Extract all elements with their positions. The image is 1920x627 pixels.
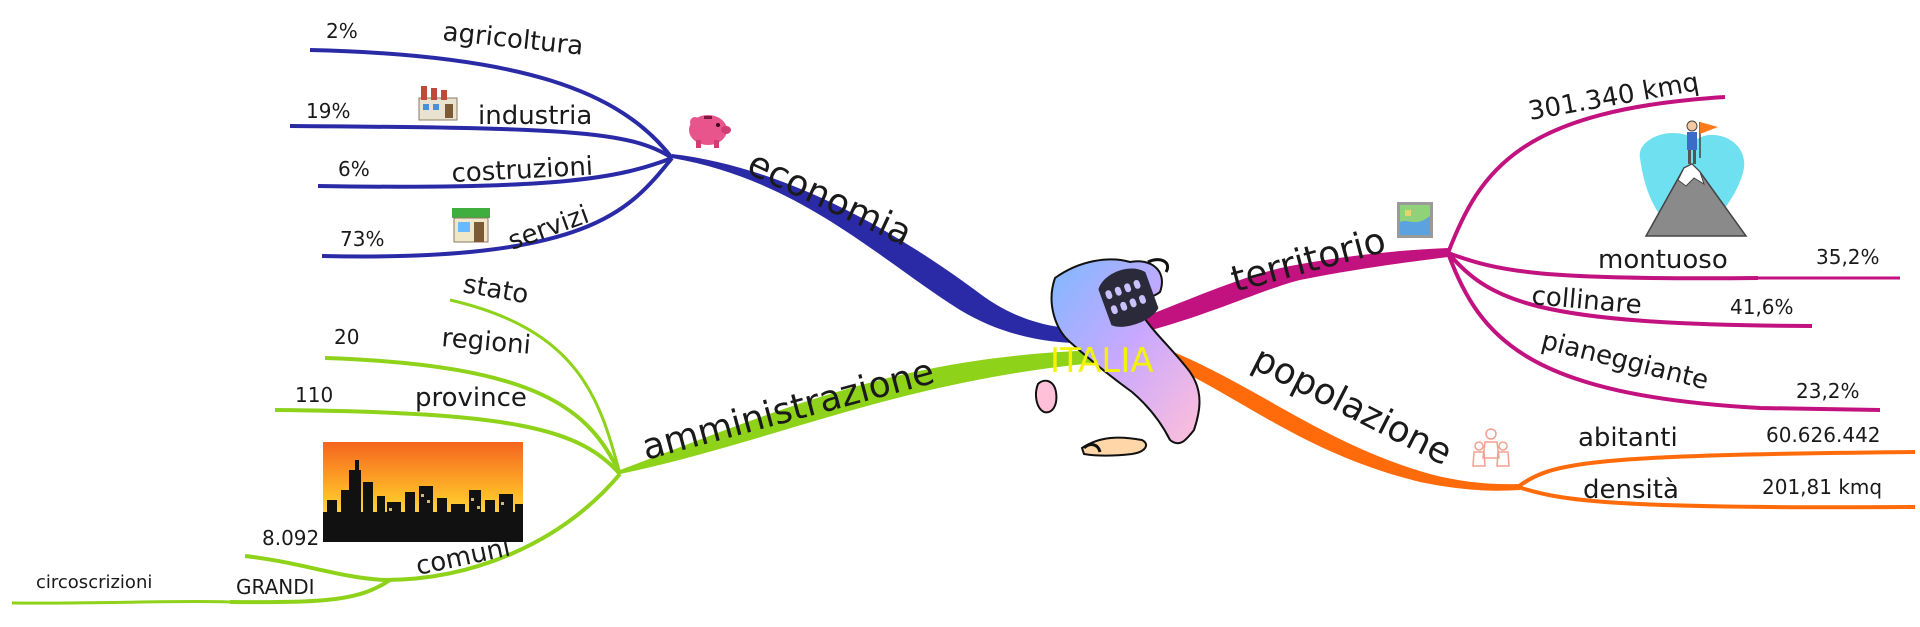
amministrazione-sub-comuni xyxy=(244,472,622,583)
regioni-value: 20 xyxy=(334,325,359,349)
abitanti-value: 60.626.442 xyxy=(1766,423,1881,447)
branch-amministrazione: amministrazione stato regioni 20 provinc… xyxy=(11,269,1105,605)
economia-sub-agricoltura xyxy=(309,48,674,160)
center-node: ITALIA xyxy=(1035,258,1201,457)
amministrazione-label: amministrazione xyxy=(638,351,939,468)
economia-sub-servizi xyxy=(321,156,674,259)
collinare-label: collinare xyxy=(1530,281,1643,321)
province-value: 110 xyxy=(295,383,333,407)
popolazione-sub-abitanti xyxy=(1516,450,1916,489)
mountain-climber-icon xyxy=(1639,120,1748,237)
amministrazione-sub-regioni xyxy=(324,356,622,475)
economia-label: economia xyxy=(741,143,918,255)
province-label: province xyxy=(415,383,527,413)
amministrazione-sub-province xyxy=(274,408,622,476)
city-skyline-icon xyxy=(323,442,523,542)
popolazione-sub-densita xyxy=(1517,485,1916,510)
territorio-sub-pianeggiante xyxy=(1446,252,1881,412)
costruzioni-label: costruzioni xyxy=(451,152,594,189)
economia-sub-industria xyxy=(289,124,674,160)
amministrazione-main-branch xyxy=(620,350,1105,474)
territorio-label: territorio xyxy=(1227,220,1390,301)
piggy-bank-icon xyxy=(689,115,731,148)
amministrazione-sub-stato xyxy=(449,298,622,475)
center-label: ITALIA xyxy=(1050,341,1154,381)
shop-icon xyxy=(452,208,490,243)
comuni-value: 8.092 xyxy=(262,526,319,550)
industria-label: industria xyxy=(478,101,592,131)
factory-icon xyxy=(418,86,458,121)
italy-map-icon xyxy=(1035,258,1201,457)
grandi-label: GRANDI xyxy=(236,575,315,599)
pianeggiante-label: pianeggiante xyxy=(1538,326,1711,396)
industria-value: 19% xyxy=(306,99,350,123)
territorio-sub-area xyxy=(1446,95,1726,254)
agricoltura-value: 2% xyxy=(326,19,358,43)
montuoso-label: montuoso xyxy=(1598,245,1728,275)
map-icon xyxy=(1397,202,1433,238)
abitanti-label: abitanti xyxy=(1578,423,1678,453)
branch-economia: economia agricoltura 2% industria 19% co… xyxy=(289,17,1105,344)
densita-label: densità xyxy=(1583,475,1679,505)
branch-popolazione: popolazione abitanti 60.626.442 densità … xyxy=(1130,336,1916,510)
servizi-value: 73% xyxy=(340,227,384,251)
branch-territorio: territorio 301.340 kmq montuoso 35,2% co… xyxy=(1120,67,1900,412)
amministrazione-sub-circoscrizioni xyxy=(11,599,231,605)
territorio-sub-collinare xyxy=(1446,251,1813,328)
circoscrizioni-label: circoscrizioni xyxy=(36,572,152,593)
costruzioni-value: 6% xyxy=(338,157,370,181)
agricoltura-label: agricoltura xyxy=(441,17,584,62)
economia-main-branch xyxy=(672,154,1105,344)
servizi-label: servizi xyxy=(504,200,593,257)
territorio-area: 301.340 kmq xyxy=(1526,67,1701,127)
regioni-label: regioni xyxy=(440,323,532,361)
people-icon xyxy=(1472,428,1510,467)
amministrazione-sub-grandi xyxy=(229,578,392,605)
pianeggiante-value: 23,2% xyxy=(1796,379,1860,403)
densita-value: 201,81 kmq xyxy=(1762,475,1882,499)
montuoso-value: 35,2% xyxy=(1816,245,1880,269)
collinare-value: 41,6% xyxy=(1730,295,1794,319)
territorio-sub-montuoso xyxy=(1447,251,1759,281)
economia-sub-costruzioni xyxy=(317,156,673,189)
